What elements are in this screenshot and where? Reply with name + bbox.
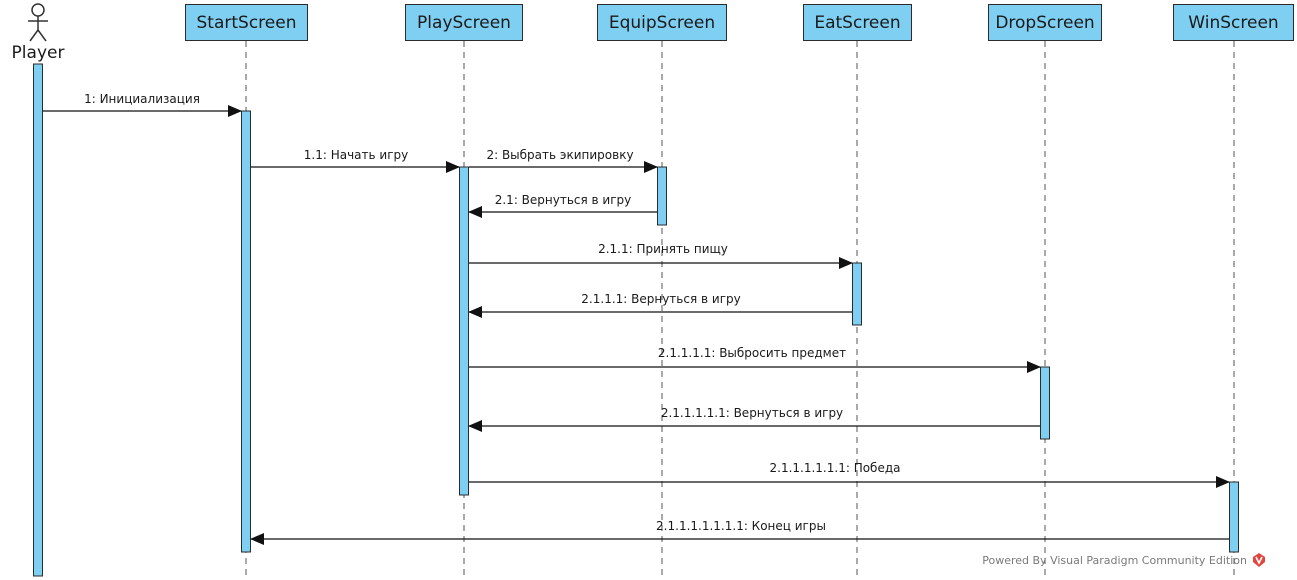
activation-bars [33, 63, 1239, 577]
activation-play [459, 166, 469, 496]
powered-by-footer: Powered By Visual Paradigm Community Edi… [982, 552, 1267, 568]
lifeline-head-startscreen[interactable]: StartScreen [185, 4, 308, 41]
message-label-6[interactable]: 2.1.1.1: Вернуться в игру [581, 292, 741, 306]
lifeline-head-dropscreen[interactable]: DropScreen [988, 4, 1102, 41]
activation-win [1229, 481, 1239, 553]
message-label-10[interactable]: 2.1.1.1.1.1.1.1: Конец игры [656, 519, 826, 533]
lifeline-head-eatscreen[interactable]: EatScreen [803, 4, 912, 41]
message-label-9[interactable]: 2.1.1.1.1.1.1: Победа [769, 461, 901, 475]
activation-equip [657, 166, 667, 226]
activation-drop [1040, 366, 1050, 440]
lifeline-lines [245, 41, 1235, 578]
message-label-7[interactable]: 2.1.1.1.1: Выбросить предмет [657, 346, 847, 360]
activation-start [241, 110, 251, 553]
lifeline-head-equipscreen[interactable]: EquipScreen [597, 4, 727, 41]
player-actor-icon [28, 3, 48, 42]
visual-paradigm-logo-icon [1253, 553, 1265, 567]
message-label-2[interactable]: 1.1: Начать игру [303, 148, 409, 162]
lifeline-head-playscreen[interactable]: PlayScreen [405, 4, 523, 41]
message-label-3[interactable]: 2: Выбрать экипировку [486, 148, 634, 162]
message-label-4[interactable]: 2.1: Вернуться в игру [494, 193, 632, 207]
message-arrows [43, 105, 1230, 545]
activation-eat [852, 262, 862, 326]
message-label-5[interactable]: 2.1.1: Принять пищу [598, 242, 728, 256]
lifeline-head-winscreen[interactable]: WinScreen [1173, 4, 1294, 41]
footer-text: Powered By Visual Paradigm Community Edi… [982, 553, 1247, 567]
player-actor-label: Player [11, 43, 65, 63]
message-label-1[interactable]: 1: Инициализация [84, 92, 200, 106]
activation-player [33, 63, 43, 577]
message-label-8[interactable]: 2.1.1.1.1.1: Вернуться в игру [660, 406, 844, 420]
